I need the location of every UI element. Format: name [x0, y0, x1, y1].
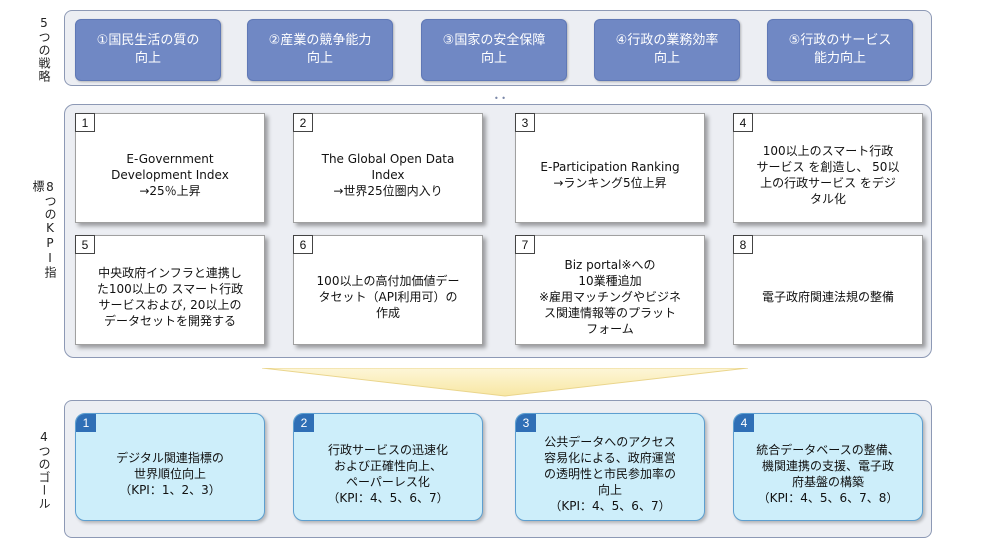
- down-arrow-icon: [262, 368, 748, 397]
- kpi-text: 電子政府関連法規の整備: [761, 290, 894, 304]
- kpi-number: 2: [293, 113, 313, 132]
- connector-dots: • •: [494, 94, 506, 103]
- kpis-label: 8つのKPI指標: [31, 180, 57, 279]
- strategy-box: ④行政の業務効率 向上: [594, 19, 740, 81]
- kpi-number: 4: [733, 113, 753, 132]
- kpi-panel: 1 E-Government Development Index →25％上昇 …: [64, 104, 932, 358]
- goal-text: デジタル関連指標の 世界順位向上 （KPI：1、2、3）: [116, 451, 224, 497]
- kpi-number: 5: [75, 235, 95, 254]
- kpi-card: 1 E-Government Development Index →25％上昇: [75, 113, 265, 223]
- strategy-box: ⑤行政のサービス 能力向上: [767, 19, 913, 81]
- kpi-number: 1: [75, 113, 95, 132]
- kpi-text: Biz portal※への 10業種追加 ※雇用マッチングやビジネ ス関連情報等…: [538, 258, 682, 336]
- goal-card: 3 公共データへのアクセス 容易化による、政府運営 の透明性と市民参加率の 向上…: [515, 413, 705, 521]
- kpi-text: 中央政府インフラと連携し た100以上の スマート行政 サービスおよび, 20以…: [96, 266, 244, 328]
- strategies-label: 5つの戦略: [37, 15, 51, 83]
- goals-label: 4つのゴール: [37, 430, 51, 510]
- goal-text: 統合データベースの整備、 機関連携の支援、電子政 府基盤の構築 （KPI：4、5…: [756, 443, 900, 505]
- strategies-panel: ①国民生活の質の 向上 ②産業の競争能力 向上 ③国家の安全保障 向上 ④行政の…: [64, 10, 932, 86]
- kpi-card: 7 Biz portal※への 10業種追加 ※雇用マッチングやビジネ ス関連情…: [515, 235, 705, 345]
- goal-text: 公共データへのアクセス 容易化による、政府運営 の透明性と市民参加率の 向上 （…: [543, 435, 676, 513]
- kpi-card: 5 中央政府インフラと連携し た100以上の スマート行政 サービスおよび, 2…: [75, 235, 265, 345]
- kpi-number: 6: [293, 235, 313, 254]
- kpi-card: 8 電子政府関連法規の整備: [733, 235, 923, 345]
- strategy-box: ③国家の安全保障 向上: [421, 19, 567, 81]
- goal-card: 4 統合データベースの整備、 機関連携の支援、電子政 府基盤の構築 （KPI：4…: [733, 413, 923, 521]
- kpi-number: 3: [515, 113, 535, 132]
- goal-number: 3: [516, 414, 536, 432]
- kpi-card: 6 100以上の高付加価値デー タセット（API利用可）の 作成: [293, 235, 483, 345]
- goal-number: 1: [76, 414, 96, 432]
- kpi-card: 2 The Global Open Data Index →世界25位圏内入り: [293, 113, 483, 223]
- kpi-card: 3 E-Participation Ranking →ランキング5位上昇: [515, 113, 705, 223]
- goal-number: 4: [734, 414, 754, 432]
- goal-number: 2: [294, 414, 314, 432]
- kpi-number: 7: [515, 235, 535, 254]
- kpi-number: 8: [733, 235, 753, 254]
- kpi-card: 4 100以上のスマート行政 サービス を創造し、 50以 上の行政サービス を…: [733, 113, 923, 223]
- kpi-text: E-Government Development Index →25％上昇: [111, 152, 229, 198]
- strategy-box: ②産業の競争能力 向上: [247, 19, 393, 81]
- kpi-text: 100以上の高付加価値デー タセット（API利用可）の 作成: [316, 274, 460, 320]
- goal-card: 1 デジタル関連指標の 世界順位向上 （KPI：1、2、3）: [75, 413, 265, 521]
- kpi-text: E-Participation Ranking →ランキング5位上昇: [540, 160, 680, 190]
- kpi-text: 100以上のスマート行政 サービス を創造し、 50以 上の行政サービス をデジ…: [756, 144, 900, 206]
- strategy-box: ①国民生活の質の 向上: [75, 19, 221, 81]
- goal-card: 2 行政サービスの迅速化 および正確性向上、 ペーパーレス化 （KPI：4、5、…: [293, 413, 483, 521]
- kpi-text: The Global Open Data Index →世界25位圏内入り: [321, 152, 455, 198]
- goal-text: 行政サービスの迅速化 および正確性向上、 ペーパーレス化 （KPI：4、5、6、…: [327, 443, 449, 505]
- goals-panel: 1 デジタル関連指標の 世界順位向上 （KPI：1、2、3） 2 行政サービスの…: [64, 400, 932, 538]
